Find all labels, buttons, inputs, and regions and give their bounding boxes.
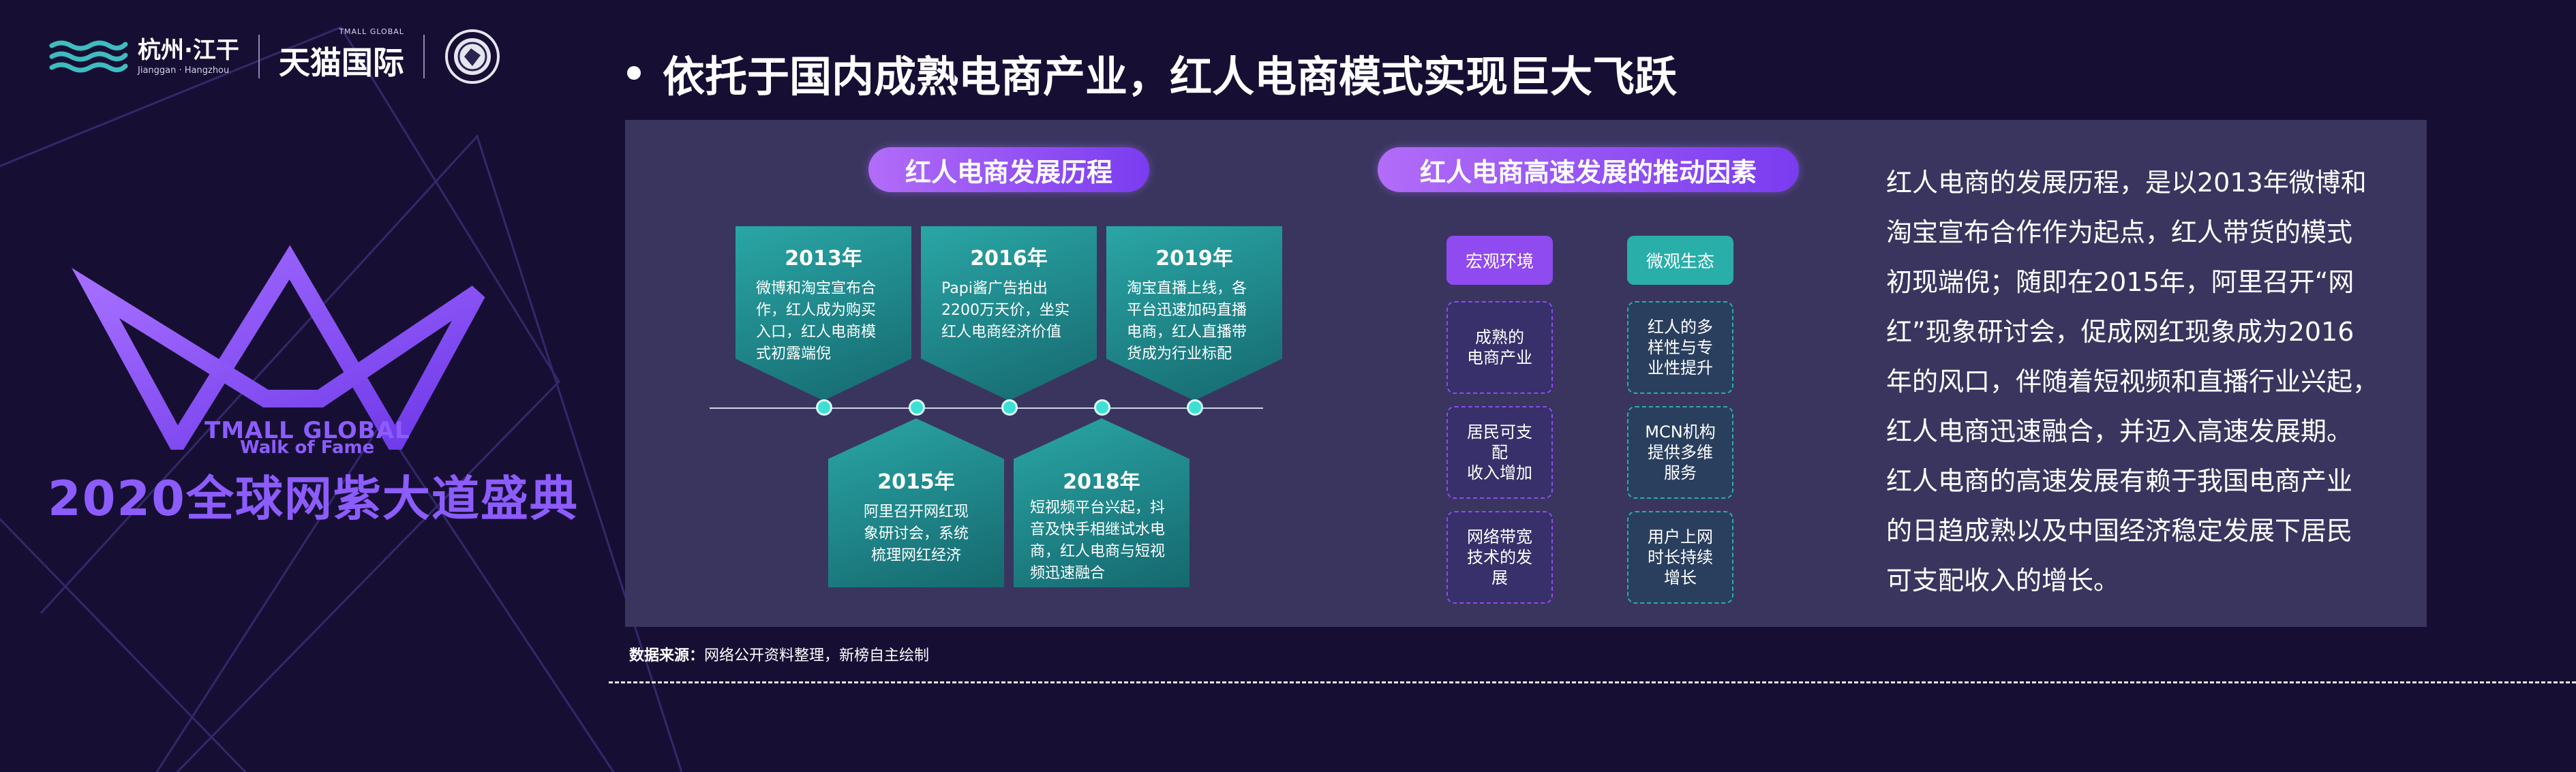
timeline-year: 2013年: [785, 247, 862, 271]
logo-divider-2: [423, 35, 425, 78]
timeline-year: 2018年: [1063, 470, 1140, 494]
timeline-dot: [909, 399, 925, 416]
history-title-pill: 红人电商发展历程: [868, 147, 1149, 192]
logo-divider: [258, 35, 260, 78]
macro-environment-header: 宏观环境: [1446, 236, 1553, 285]
micro-ecology-header: 微观生态: [1627, 236, 1733, 285]
round-badge-icon: [444, 29, 500, 84]
timeline-text: 淘宝直播上线，各平台迅速加码直播电商，红人直播带货成为行业标配: [1127, 280, 1247, 362]
brand-line-2: Walk of Fame: [240, 437, 375, 458]
tmall-logo-text: 天猫国际: [278, 44, 404, 81]
data-source-note: 数据来源：网络公开资料整理，新榜自主绘制: [629, 643, 929, 665]
timeline-dot: [1094, 399, 1110, 416]
source-text: 网络公开资料整理，新榜自主绘制: [704, 647, 930, 664]
timeline-card-2013: 2013年 微博和淘宝宣布合作，红人成为购买入口，红人电商模式初露端倪: [736, 226, 911, 401]
micro-factor-box: 用户上网时长持续增长: [1627, 511, 1733, 604]
timeline-dot: [816, 399, 832, 416]
brand-line-1: TMALL GLOBAL: [204, 417, 410, 444]
tmall-global-logo: TMALL GLOBAL 天猫国际: [278, 27, 404, 83]
timeline-text: 短视频平台兴起，抖音及快手相继试水电商，红人电商与短视频迅速融合: [1030, 499, 1166, 582]
micro-factor-box: MCN机构提供多维服务: [1627, 406, 1733, 499]
timeline-text: 阿里召开网红现象研讨会，系统梳理网红经济: [863, 504, 969, 564]
timeline-year: 2016年: [970, 247, 1048, 271]
content-panel: 红人电商发展历程 红人电商高速发展的推动因素 2013年 微博和淘宝宣布合作，红…: [625, 120, 2427, 627]
timeline-year: 2019年: [1155, 247, 1233, 271]
hangzhou-jianggan-logo: 杭州·江干 Jianggan · Hangzhou: [48, 37, 239, 76]
crown-w-icon: [72, 245, 485, 450]
timeline-dot: [1001, 399, 1018, 416]
timeline-year: 2015年: [877, 470, 955, 494]
timeline-text: 微博和淘宝宣布合作，红人成为购买入口，红人电商模式初露端倪: [756, 280, 877, 362]
timeline-card-2015: 2015年 阿里召开网红现象研讨会，系统梳理网红经济: [828, 418, 1004, 587]
bullet-dot-icon: [627, 66, 641, 80]
dashed-divider: [609, 681, 2576, 683]
timeline-card-2018: 2018年 短视频平台兴起，抖音及快手相继试水电商，红人电商与短视频迅速融合: [1014, 418, 1189, 587]
macro-factor-box: 居民可支配收入增加: [1446, 406, 1553, 499]
headline: 依托于国内成熟电商产业，红人电商模式实现巨大飞跃: [627, 42, 1677, 104]
headline-text: 依托于国内成熟电商产业，红人电商模式实现巨大飞跃: [663, 52, 1678, 102]
hangzhou-logo-subtext: Jianggan · Hangzhou: [138, 65, 230, 76]
source-label: 数据来源：: [629, 647, 705, 664]
summary-paragraph: 红人电商的发展历程，是以2013年微博和 淘宝宣布合作作为起点，红人带货的模式 …: [1886, 168, 2379, 596]
event-title: 2020全球网紫大道盛典: [48, 471, 579, 527]
micro-factor-box: 红人的多样性与专业性提升: [1627, 301, 1733, 394]
timeline-axis: [710, 407, 1263, 409]
drivers-title-pill: 红人电商高速发展的推动因素: [1378, 147, 1799, 192]
timeline-card-2019: 2019年 淘宝直播上线，各平台迅速加码直播电商，红人直播带货成为行业标配: [1106, 226, 1282, 401]
wave-logo-icon: [49, 40, 128, 73]
logo-row: 杭州·江干 Jianggan · Hangzhou TMALL GLOBAL 天…: [48, 26, 501, 87]
timeline-dot: [1187, 399, 1203, 416]
macro-factor-box: 成熟的电商产业: [1446, 301, 1553, 394]
hangzhou-logo-text: 杭州·江干: [138, 36, 239, 64]
macro-factor-box: 网络带宽技术的发展: [1446, 511, 1553, 604]
tmall-logo-small-text: TMALL GLOBAL: [339, 27, 404, 36]
